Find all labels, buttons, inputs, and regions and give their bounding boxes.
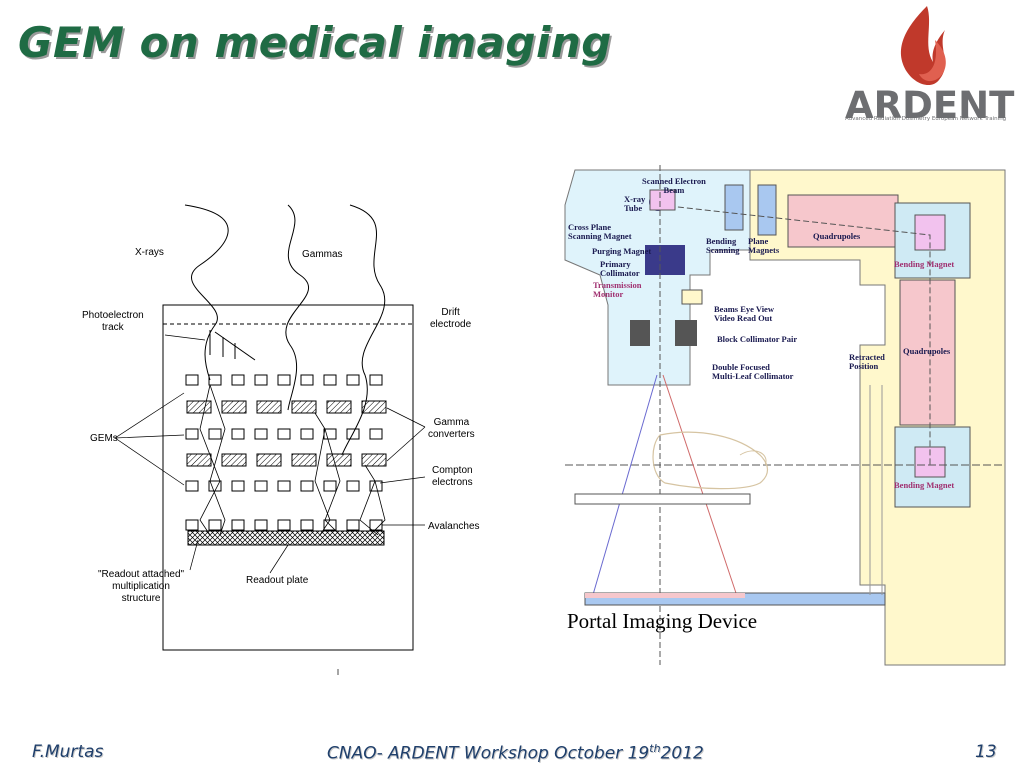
label-primary-collimator: Primary Collimator — [600, 259, 640, 278]
gem-layer-2 — [185, 428, 383, 440]
label-compton-electrons: Compton electrons — [432, 465, 473, 488]
label-transmission-monitor: Transmission Monitor — [593, 280, 642, 299]
footer-author: F.Murtas — [32, 742, 104, 762]
label-cross-plane-scanning-magnet: Cross Plane Scanning Magnet — [568, 222, 632, 241]
gamma-converter-row-1 — [186, 400, 387, 414]
footer-event-year: 2012 — [660, 743, 704, 764]
logo-subtitle: Advanced Radiation Dosimetry European Ne… — [845, 116, 1007, 122]
label-drift-electrode: Drift electrode — [430, 307, 472, 330]
label-double-focused-mlc: Double Focused Multi-Leaf Collimator — [712, 362, 794, 381]
label-quadrupoles-side: Quadrupoles — [903, 346, 951, 356]
label-avalanches: Avalanches — [428, 521, 480, 532]
label-scanned-electron-beam: Scanned Electron Beam — [642, 176, 706, 195]
gem-layer-3 — [185, 480, 383, 492]
label-xrays: X-rays — [135, 247, 164, 258]
gem-layer-4 — [185, 519, 383, 531]
gamma-converter-row-2 — [186, 453, 387, 467]
slide-title: GEM on medical imaging — [18, 18, 612, 67]
logo-name: ARDENT — [845, 84, 1015, 127]
label-gamma-converters: Gamma converters — [428, 417, 475, 440]
gem-layer-1 — [185, 374, 383, 386]
label-gammas: Gammas — [302, 249, 343, 260]
label-readout-plate: Readout plate — [246, 575, 309, 586]
label-beams-eye-view: Beams Eye View Video Read Out — [714, 304, 774, 323]
label-plane-magnets: Plane Magnets — [748, 236, 780, 255]
beamline-diagram: Scanned Electron Beam X-ray Tube Cross P… — [560, 165, 1010, 670]
label-portal-imaging-device: Portal Imaging Device — [567, 609, 758, 633]
label-photoelectron-track: Photoelectron track — [82, 310, 144, 333]
footer-event-sup: th — [649, 742, 661, 755]
label-purging-magnet: Purging Magnet — [592, 246, 652, 256]
footer-event: CNAO- ARDENT Workshop October 19th2012 — [327, 742, 704, 764]
gem-diagram-graphic — [114, 204, 426, 675]
footer-event-prefix: CNAO- ARDENT Workshop October 19 — [327, 743, 650, 764]
gem-detector-diagram: X-rays Gammas Photoelectron track Drift … — [60, 195, 500, 685]
label-bending-scanning: Bending Scanning — [706, 236, 740, 255]
label-bending-magnet-top: Bending Magnet — [894, 259, 955, 269]
ardent-logo-flame-icon — [900, 6, 946, 86]
footer-page-number: 13 — [975, 742, 997, 762]
label-xray-tube: X-ray Tube — [624, 194, 646, 213]
label-quadrupoles-top: Quadrupoles — [813, 231, 861, 241]
beamline-graphic — [564, 165, 1006, 666]
label-bending-magnet-bottom: Bending Magnet — [894, 480, 955, 490]
label-block-collimator-pair: Block Collimator Pair — [717, 334, 798, 344]
label-gems: GEMs — [90, 433, 118, 444]
label-retracted-position: Retracted Position — [849, 352, 885, 371]
label-readout-attached-structure: "Readout attached" multiplication struct… — [98, 569, 185, 604]
